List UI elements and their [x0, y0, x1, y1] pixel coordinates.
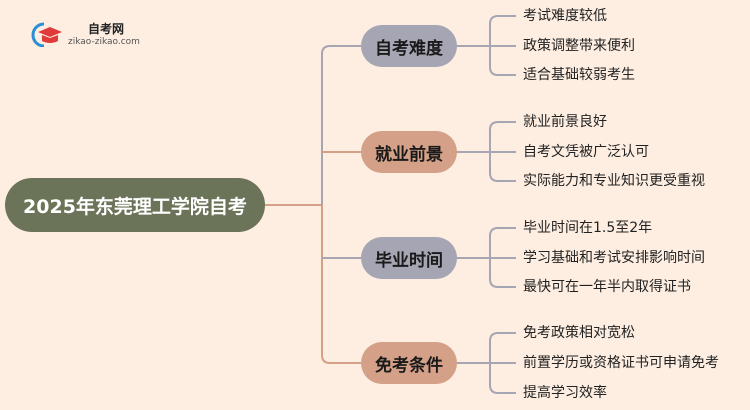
logo-url: zikao-zikao.com	[68, 37, 140, 47]
site-logo: 自考网 zikao-zikao.com	[30, 20, 140, 47]
branch-difficulty[interactable]: 自考难度	[361, 25, 457, 67]
graduation-cap-icon	[31, 22, 62, 47]
root-node[interactable]: 2025年东莞理工学院自考	[5, 178, 265, 232]
branch-exemption[interactable]: 免考条件	[361, 342, 457, 384]
leaf: 学习基础和考试安排影响时间	[523, 250, 705, 266]
leaf: 自考文凭被广泛认可	[523, 144, 649, 160]
logo-name: 自考网	[88, 22, 125, 36]
leaf: 考试难度较低	[523, 8, 607, 24]
leaf: 政策调整带来便利	[523, 38, 635, 54]
leaf: 提高学习效率	[523, 385, 607, 401]
branch-employment[interactable]: 就业前景	[361, 131, 457, 173]
leaf: 毕业时间在1.5至2年	[523, 220, 653, 236]
leaf: 适合基础较弱考生	[523, 67, 635, 83]
leaf: 免考政策相对宽松	[523, 325, 635, 341]
leaf: 最快可在一年半内取得证书	[523, 279, 691, 295]
leaf: 前置学历或资格证书可申请免考	[523, 355, 719, 371]
leaf: 实际能力和专业知识更受重视	[523, 173, 705, 189]
branch-graduation-time[interactable]: 毕业时间	[361, 237, 457, 279]
leaf: 就业前景良好	[523, 114, 607, 130]
